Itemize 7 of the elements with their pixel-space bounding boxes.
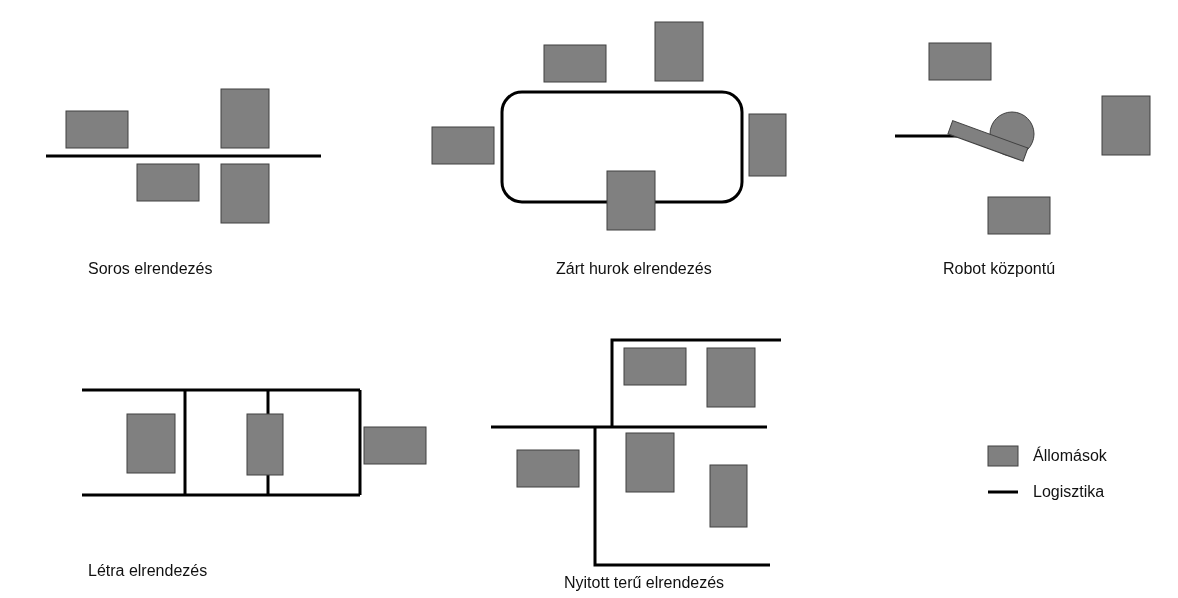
layout-caption: Létra elrendezés: [88, 562, 208, 580]
layout-caption: Nyitott terű elrendezés: [564, 574, 725, 592]
legend-label: Logisztika: [1033, 483, 1105, 501]
layout-caption: Robot központú: [943, 260, 1056, 278]
layout-caption: Soros elrendezés: [88, 260, 213, 278]
layout-caption: Zárt hurok elrendezés: [556, 260, 712, 278]
legend-label: Állomások: [1033, 447, 1107, 465]
